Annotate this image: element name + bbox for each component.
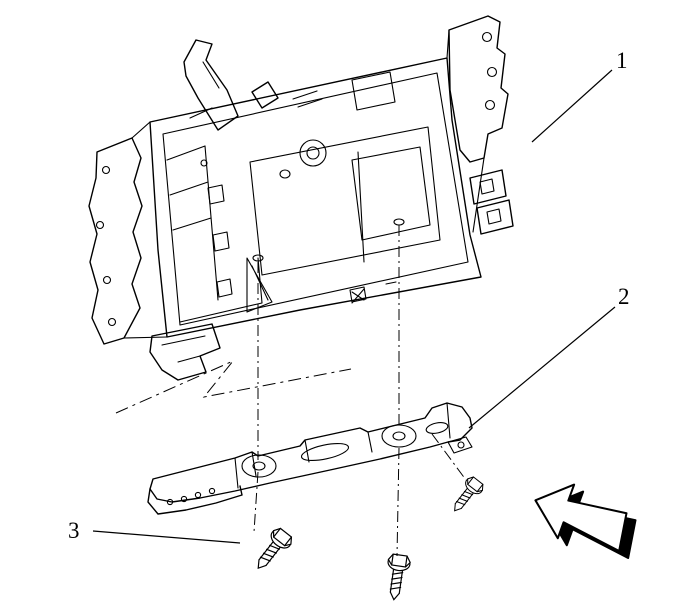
alignment-centerlines (253, 225, 467, 557)
screw-icon (382, 552, 412, 602)
callout-1-leader (531, 69, 613, 143)
screw-icon (446, 474, 487, 518)
callout-2-label: 2 (618, 284, 630, 309)
screw-icon (248, 525, 296, 576)
callout-3-leader (92, 530, 241, 544)
callout-3-label: 3 (68, 518, 80, 543)
direction-arrow-icon (534, 483, 637, 559)
headlamp-mounting-panel-drawing (88, 15, 514, 381)
callout-1: 1 (531, 48, 628, 143)
callout-2-leader (468, 306, 616, 429)
phantom-outline (115, 360, 352, 414)
callout-1-label: 1 (616, 48, 628, 73)
screws-drawing (248, 474, 487, 602)
callout-2: 2 (468, 284, 630, 429)
lower-mounting-bracket-drawing (147, 402, 473, 515)
callout-3: 3 (68, 518, 241, 544)
